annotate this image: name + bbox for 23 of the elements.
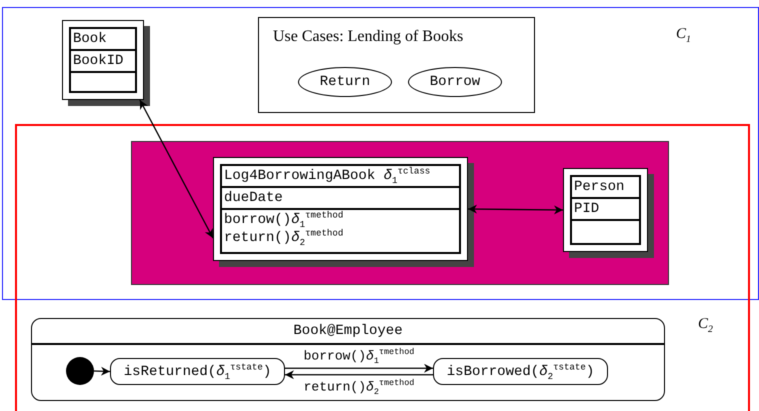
initial-state-dot	[66, 357, 94, 385]
attribute-name: dueDate	[224, 189, 283, 207]
class-name: Person	[574, 178, 624, 196]
arrow	[139, 100, 214, 238]
state-box: isBorrowed(δ$_{2}$$^{τstate}$)	[433, 358, 608, 385]
state-box: isReturned(δ$_{1}$$^{τstate}$)	[110, 358, 285, 385]
use-case-frame	[258, 17, 535, 113]
attribute-name: PID	[574, 200, 600, 218]
frame-title: Use Cases: Lending of Books	[273, 28, 464, 46]
class-name: Book	[73, 30, 107, 48]
state-machine-title: Book@Employee	[293, 323, 403, 339]
container-label: C$_{2}$	[698, 316, 713, 333]
container-label: C$_{1}$	[676, 26, 691, 43]
arrow	[94, 366, 110, 376]
arrow	[285, 364, 433, 373]
arrow	[285, 370, 433, 380]
package-panel	[131, 141, 669, 285]
use-case-ellipse: Borrow	[408, 67, 502, 97]
container-region	[2, 7, 759, 300]
attribute-name: BookID	[73, 52, 124, 70]
arrow	[468, 204, 563, 214]
use-case-ellipse: Return	[298, 67, 392, 97]
state-machine-box	[31, 318, 665, 401]
